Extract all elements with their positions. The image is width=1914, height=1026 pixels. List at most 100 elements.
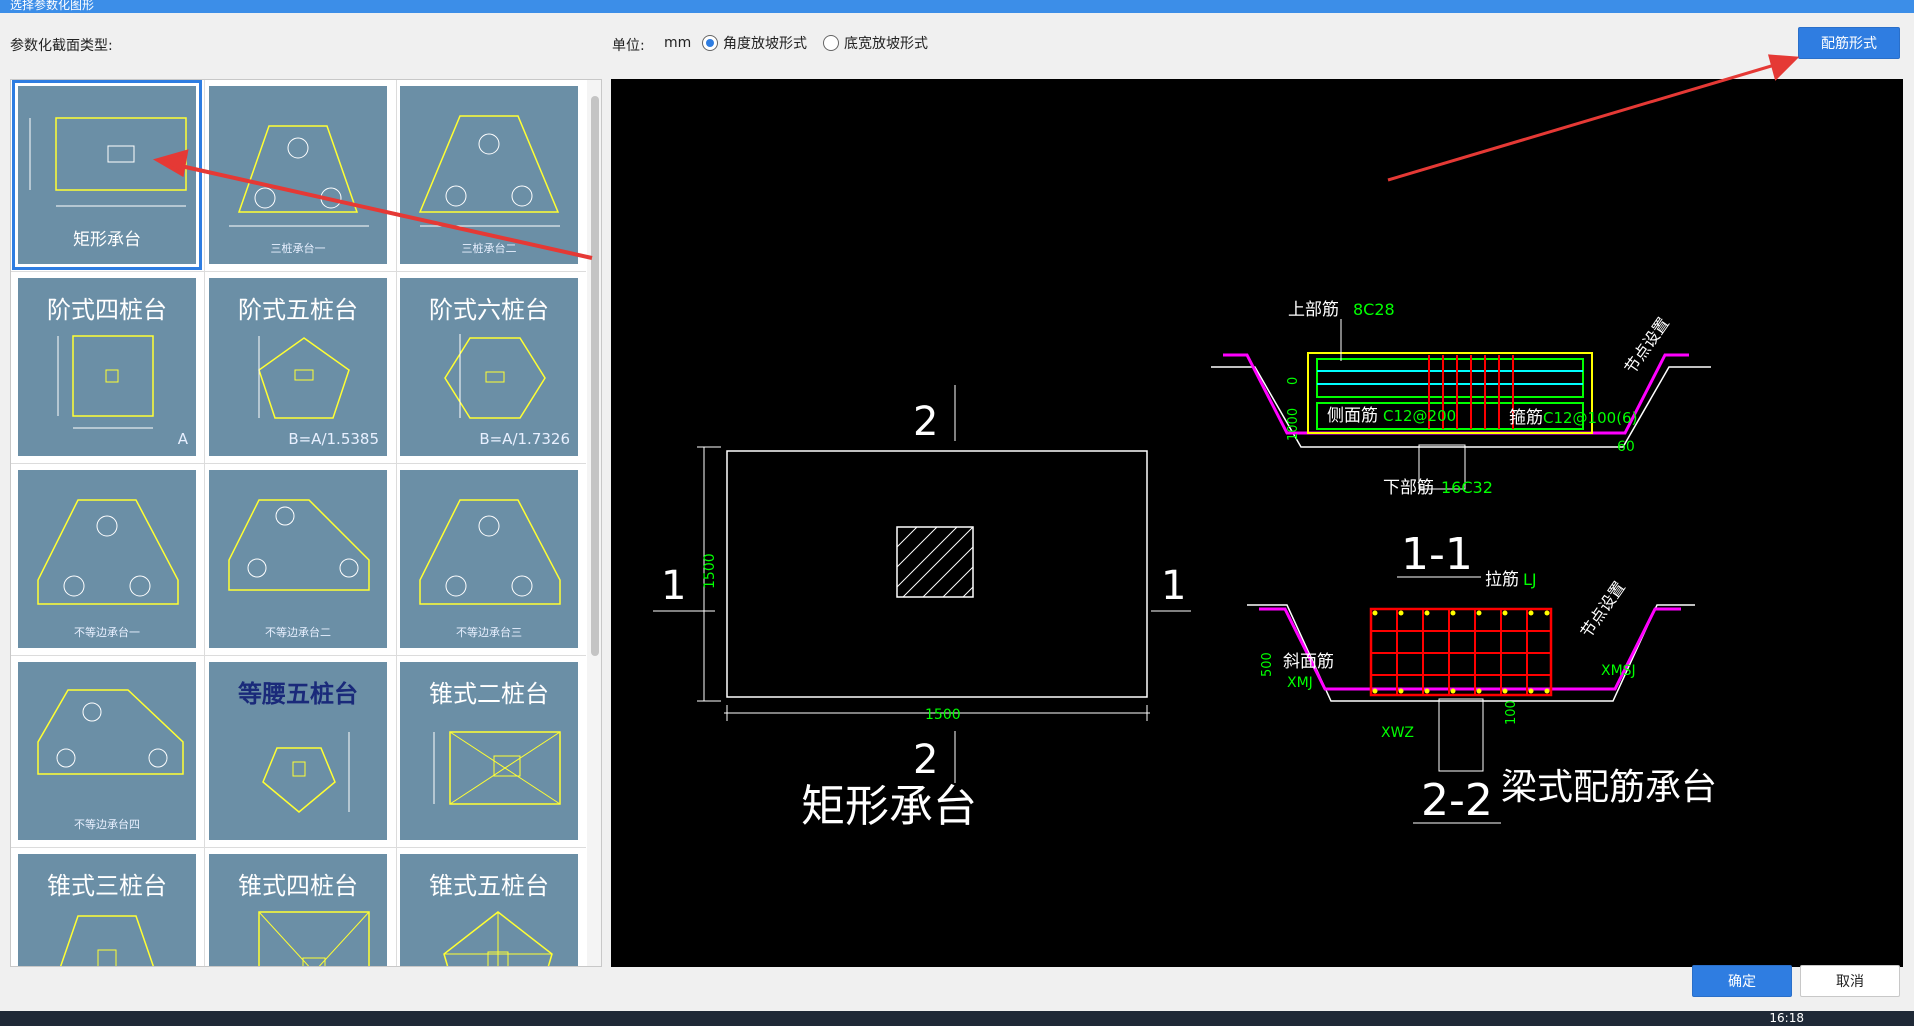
plan-dim-height: 1500 [702, 553, 718, 589]
shape-caption: 阶式五桩台 [238, 296, 358, 324]
stirrups-1-1 [1428, 355, 1514, 429]
s22-tie-value: LJ [1523, 570, 1537, 589]
shape-tile-step-five-pile[interactable]: 阶式五桩台 B=A/1.5385 [209, 278, 387, 456]
cad-preview: 1500 1500 2 2 1 1 矩形承台 [611, 79, 1903, 967]
shape-tile-unequal-cap-3[interactable]: 不等边承台三 [400, 470, 578, 648]
shape-tile-cone-five-pile[interactable]: 锥式五桩台 [400, 854, 578, 966]
cancel-button[interactable]: 取消 [1800, 965, 1900, 997]
s11-bottom-rebar-value: 16C32 [1441, 478, 1493, 497]
shape-tile-unequal-cap-1[interactable]: 不等边承台一 [18, 470, 196, 648]
ok-button[interactable]: 确定 [1692, 965, 1792, 997]
shape-thumbnail-unequal-cap-2 [228, 499, 370, 591]
shape-caption: 等腰五桩台 [238, 680, 358, 708]
shape-thumbnail-isosceles-five-pile [262, 732, 350, 813]
column-hatch [896, 526, 974, 598]
shape-tile-three-pile-cap-2[interactable]: 三桩承台二 [400, 86, 578, 264]
s11-dim-left: 1000 [1286, 408, 1301, 441]
rebar-form-button[interactable]: 配筋形式 [1798, 27, 1900, 59]
shape-caption: 三桩承台二 [461, 242, 517, 255]
s11-node-label: 节点设置 [1621, 314, 1673, 377]
shape-thumbnail-cone-three-pile [59, 915, 155, 966]
shape-formula: B=A/1.5385 [288, 430, 379, 448]
shape-list-panel[interactable]: 矩形承台三桩承台一 三桩承台二阶式四桩台 A 阶式五桩台 B=A/1.5385 阶式六桩台… [10, 79, 602, 967]
shape-caption: 三桩承台一 [270, 242, 326, 255]
shape-thumbnail-unequal-cap-4 [37, 689, 184, 775]
unit-label: 单位: [612, 38, 645, 54]
radio-angle-label[interactable]: 角度放坡形式 [723, 36, 807, 52]
s11-side-rebar-value: C12@200 [1383, 407, 1456, 425]
s22-node-label: 节点设置 [1577, 578, 1629, 641]
unit-value: mm [664, 35, 692, 51]
s11-top-rebar-label: 上部筋 [1288, 300, 1339, 320]
dialog: 参数化截面类型: 单位: mm 角度放坡形式 底宽放坡形式 配筋形式 矩形承台三… [0, 13, 1914, 1011]
window-title: 选择参数化图形 [10, 0, 95, 12]
plan-dim-width: 1500 [925, 707, 961, 723]
shape-tile-cone-two-pile[interactable]: 锥式二桩台 [400, 662, 578, 840]
s11-stirrup-value: C12@100(6) [1543, 409, 1637, 427]
section-2-2: 拉筋 LJ 斜面筋 XMJ XMSJ XWZ 500 100 节点设置 2-2 … [1247, 570, 1717, 826]
radio-angle-slope[interactable] [702, 35, 718, 51]
section-mark-top: 2 [913, 399, 938, 445]
cap-outline [726, 450, 1148, 698]
s22-title: 2-2 [1421, 775, 1493, 826]
shape-list-scrollbar[interactable] [587, 80, 601, 966]
s11-side-rebar-label: 侧面筋 [1327, 406, 1378, 426]
shape-tile-cone-three-pile[interactable]: 锥式三桩台 [18, 854, 196, 966]
shape-tile-isosceles-five-pile[interactable]: 等腰五桩台 [209, 662, 387, 840]
shape-thumbnail-step-five-pile [258, 336, 350, 419]
s11-bottom-rebar-label: 下部筋 [1383, 478, 1434, 498]
s22-tie-label: 拉筋 [1485, 570, 1519, 590]
section-mark-bottom: 2 [913, 737, 938, 783]
s11-title: 1-1 [1401, 529, 1473, 580]
shape-caption: 阶式六桩台 [429, 296, 549, 324]
s22-slant-label: 斜面筋 [1283, 652, 1334, 672]
radio-width-label[interactable]: 底宽放坡形式 [844, 36, 928, 52]
section-1-1: 上部筋 8C28 侧面筋 C12@200 箍筋 C12@100(6) 下部筋 1… [1211, 300, 1711, 580]
grid-row-divider [11, 847, 586, 848]
shape-caption: 锥式二桩台 [429, 680, 549, 708]
shape-caption: 阶式四桩台 [47, 296, 167, 324]
beam-cap-title: 梁式配筋承台 [1501, 767, 1717, 808]
shape-thumbnail-unequal-cap-3 [419, 499, 561, 605]
shape-tile-unequal-cap-2[interactable]: 不等边承台二 [209, 470, 387, 648]
shape-caption: 锥式五桩台 [429, 872, 549, 900]
shape-caption: 矩形承台 [73, 230, 141, 250]
section-type-label: 参数化截面类型: [10, 38, 113, 54]
plan-title: 矩形承台 [801, 781, 977, 832]
s22-xmj: XMJ [1287, 675, 1313, 691]
s22-dim-left: 500 [1260, 652, 1275, 677]
shape-tile-step-four-pile[interactable]: 阶式四桩台 A [18, 278, 196, 456]
s11-top-rebar-value: 8C28 [1353, 300, 1395, 319]
shape-tile-cone-four-pile[interactable]: 锥式四桩台 [209, 854, 387, 966]
shape-tile-unequal-cap-4[interactable]: 不等边承台四 [18, 662, 196, 840]
shape-formula: B=A/1.7326 [479, 430, 570, 448]
shape-thumbnail-three-pile-cap-2 [418, 115, 560, 227]
shape-thumbnail-step-six-pile [444, 334, 546, 419]
grid-row-divider [11, 463, 586, 464]
plan-view: 1500 1500 2 2 1 1 矩形承台 [653, 385, 1191, 832]
s11-angle: 60 [1617, 439, 1635, 455]
shape-caption: 不等边承台一 [74, 626, 140, 639]
s11-stirrup-label: 箍筋 [1509, 408, 1543, 428]
shape-thumbnail-three-pile-cap-1 [229, 125, 369, 227]
shape-caption: 锥式四桩台 [238, 872, 358, 900]
shape-thumbnail-cone-five-pile [443, 911, 553, 966]
radio-width-slope[interactable] [823, 35, 839, 51]
ties-2-2 [1371, 609, 1551, 695]
grid-row-divider [11, 655, 586, 656]
s22-xmsj: XMSJ [1601, 663, 1636, 679]
window-titlebar: 选择参数化图形 [0, 0, 1914, 13]
shape-thumbnail-step-four-pile [57, 335, 154, 429]
shape-tile-three-pile-cap-1[interactable]: 三桩承台一 [209, 86, 387, 264]
shape-caption: 不等边承台四 [74, 818, 140, 831]
shape-formula: A [177, 430, 188, 448]
s22-dim-right: 100 [1504, 700, 1519, 725]
scrollbar-thumb[interactable] [591, 96, 599, 656]
grid-row-divider [11, 271, 586, 272]
shape-tile-rect-cap[interactable]: 矩形承台 [12, 80, 202, 270]
taskbar-clock: 16:18 [1769, 1011, 1804, 1025]
s22-xwz: XWZ [1381, 725, 1414, 741]
side-mark-left: 1 [661, 563, 686, 609]
shape-caption: 不等边承台三 [456, 626, 522, 639]
shape-tile-step-six-pile[interactable]: 阶式六桩台 B=A/1.7326 [400, 278, 578, 456]
